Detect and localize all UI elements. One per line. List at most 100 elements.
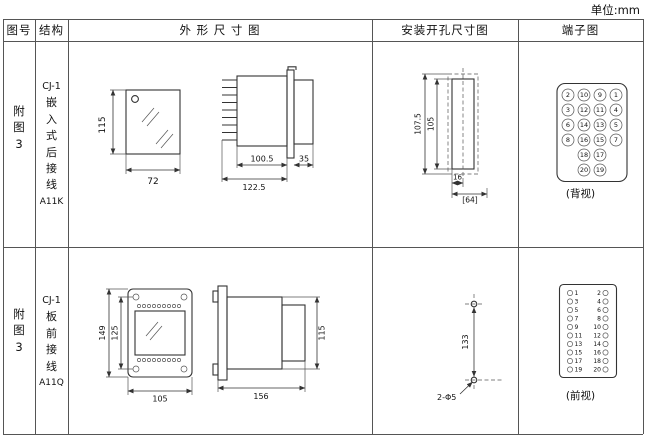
terminal-number: 6 [597, 307, 601, 314]
structure-label-r1: CJ-1 嵌 入 式 后 接 线 A11K [35, 79, 68, 210]
dimension-105: 105 [427, 78, 452, 170]
structure-line: CJ-1 [42, 81, 61, 92]
figure-number-r2: 附 图 3 [3, 306, 35, 355]
terminal-caption-r1: (背视) [565, 188, 596, 200]
terminal-number: 11 [575, 333, 583, 340]
terminal-number: 4 [597, 299, 601, 306]
dimension-133: 133 [461, 307, 477, 377]
terminal-caption-r2: (前视) [565, 390, 596, 402]
structure-line: 板 [46, 310, 57, 324]
col-divider-3 [372, 19, 373, 434]
fig-char: 3 [15, 136, 23, 151]
table-border-right [643, 19, 644, 434]
structure-label-r2: CJ-1 板 前 接 线 A11Q [35, 293, 68, 391]
terminal-diagram-front: 1 2 3 4 5 6 7 8 9 10 11 12 13 14 15 16 1… [558, 283, 618, 379]
terminal-number: 4 [614, 106, 618, 114]
terminal-number: 14 [580, 121, 588, 129]
terminal-rows: 1 2 3 4 5 6 7 8 9 10 11 12 13 14 15 16 1… [567, 290, 609, 374]
structure-line: A11Q [39, 378, 64, 389]
dimension-105b: 105 [127, 377, 193, 404]
dim-text-156: 156 [253, 392, 268, 401]
structure-line: 接 [46, 162, 57, 176]
col-header-outline: 外 形 尺 寸 图 [179, 23, 261, 37]
dim-text-72: 72 [147, 177, 158, 187]
terminal-number: 2 [566, 91, 570, 99]
structure-line: CJ-1 [42, 295, 61, 306]
terminal-number: 9 [598, 91, 602, 99]
install-holes-r2: 133 2-Φ5 [437, 294, 502, 402]
col-divider-4 [518, 19, 519, 434]
terminal-number: 3 [566, 106, 570, 114]
terminal-number: 17 [596, 151, 604, 159]
relay-front-face [125, 89, 181, 155]
structure-line: 前 [46, 326, 57, 340]
terminal-number: 5 [614, 121, 618, 129]
col-header-install: 安装开孔尺寸图 [401, 23, 489, 37]
terminal-number: 12 [593, 333, 601, 340]
outline-front-view-r2: 149 125 105 [98, 288, 193, 404]
dim-text-64: [64] [462, 196, 477, 205]
structure-line: A11K [39, 196, 64, 207]
terminal-number: 11 [596, 106, 604, 114]
terminal-number: 13 [596, 121, 604, 129]
terminal-number: 17 [575, 358, 583, 365]
hole-callout: 2-Φ5 [437, 381, 473, 402]
install-cutout-r1: 107.5 105 16 [64] [414, 68, 488, 205]
terminal-number: 1 [614, 91, 618, 99]
structure-line: 线 [46, 359, 57, 373]
dim-text-125: 125 [111, 325, 120, 340]
terminal-number: 15 [596, 136, 604, 144]
dimension-115b: 115 [282, 296, 327, 370]
structure-line: 线 [46, 178, 57, 192]
dim-text-105b: 105 [152, 395, 167, 404]
relay-front-plate [127, 288, 193, 378]
dim-text-105: 105 [427, 117, 436, 132]
dim-text-122-5: 122.5 [243, 183, 266, 192]
fig-char: 附 [13, 104, 25, 118]
dimension-64: [64] [451, 188, 488, 205]
fig-char: 图 [13, 120, 25, 135]
dim-text-115b: 115 [318, 325, 327, 340]
fig-char: 3 [15, 339, 23, 354]
figure-number-r1: 附 图 3 [3, 103, 35, 152]
terminal-number: 20 [580, 166, 588, 174]
terminal-number: 16 [593, 350, 601, 357]
terminal-diagram-rear: 2 10 9 1 3 12 11 4 6 14 13 5 8 16 15 7 1… [556, 82, 628, 183]
terminal-circles: 2 10 9 1 3 12 11 4 6 14 13 5 8 16 15 7 1… [561, 88, 623, 177]
dimension-125: 125 [111, 296, 133, 370]
mounting-holes [465, 294, 502, 391]
terminal-number: 2 [597, 290, 601, 297]
terminal-number: 9 [575, 324, 579, 331]
structure-line: 嵌 [46, 96, 57, 110]
outline-side-view-r1: 100.5 35 122.5 [221, 66, 314, 192]
terminal-number: 18 [580, 151, 588, 159]
table-row-separator [3, 247, 643, 248]
fig-char: 附 [13, 307, 25, 321]
table-border-bottom [3, 434, 643, 435]
terminal-number: 5 [575, 307, 579, 314]
dim-text-35: 35 [299, 155, 309, 164]
terminal-number: 15 [575, 350, 583, 357]
dimension-100-5: 100.5 [236, 146, 288, 168]
terminal-number: 12 [580, 106, 588, 114]
dim-text-133: 133 [461, 334, 470, 349]
terminal-number: 10 [580, 91, 588, 99]
cutout-shape [447, 68, 479, 178]
structure-line: 后 [46, 145, 57, 159]
dim-text-100-5: 100.5 [251, 155, 274, 164]
col-header-structure: 结构 [39, 23, 64, 37]
outline-front-view-r1: 115 72 [98, 89, 181, 187]
table-header-separator [3, 41, 643, 42]
hole-label: 2-Φ5 [437, 393, 456, 402]
terminal-number: 13 [575, 341, 583, 348]
dimension-122-5: 122.5 [221, 140, 288, 192]
terminal-number: 1 [575, 290, 579, 297]
terminal-screws-top [137, 304, 181, 308]
dim-text-107-5: 107.5 [414, 113, 423, 135]
terminal-number: 3 [575, 299, 579, 306]
col-header-terminal: 端子图 [561, 23, 600, 37]
dim-text-16: 16 [453, 174, 462, 182]
terminal-number: 16 [580, 136, 588, 144]
unit-label: 单位:mm [590, 3, 640, 17]
